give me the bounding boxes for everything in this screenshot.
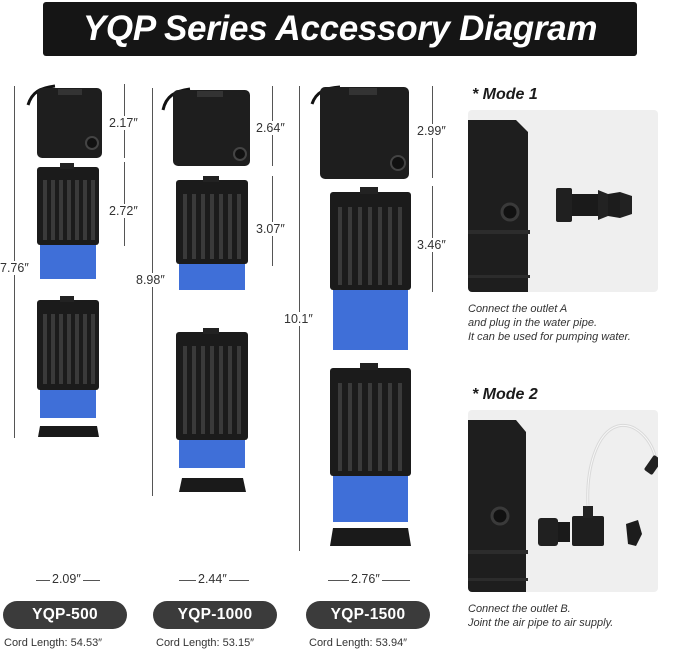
- pump-outlet: [233, 147, 247, 161]
- sponge: [179, 264, 245, 290]
- model-badge: YQP-1500: [306, 601, 430, 629]
- filter-height-label: 3.46″: [417, 238, 446, 252]
- pump-outlet: [390, 155, 406, 171]
- pump-body: [468, 420, 526, 592]
- power-cord: [161, 87, 191, 111]
- page-title: YQP Series Accessory Diagram: [82, 9, 598, 48]
- total-height-label: 10.1″: [284, 312, 313, 326]
- yqp-1000-illustration: [161, 87, 250, 492]
- mode-1-panel: [468, 110, 658, 292]
- cord-length-label: Cord Length: 53.15″: [156, 637, 255, 649]
- mode-2-panel: [468, 410, 658, 592]
- outlet-a: [500, 202, 520, 222]
- suction-base: [38, 426, 99, 437]
- mode-2-title: * Mode 2: [472, 386, 538, 403]
- suction-base: [179, 478, 246, 492]
- hose-adapter: [556, 188, 632, 222]
- mode-2-illustration: [468, 420, 658, 592]
- sponge: [333, 476, 408, 522]
- width-label: 2.76″: [349, 572, 382, 586]
- pump-head: [173, 90, 250, 166]
- pump-height-label: 2.64″: [256, 121, 285, 135]
- mode-1-illustration: [468, 120, 632, 292]
- title-banner: YQP Series Accessory Diagram: [43, 2, 637, 56]
- outlet-b: [490, 506, 510, 526]
- suction-base: [330, 528, 411, 546]
- pump-head: [320, 87, 409, 179]
- sponge: [179, 440, 245, 468]
- sponge: [40, 245, 96, 279]
- air-valve: [644, 455, 658, 475]
- mode-1-text-line: It can be used for pumping water.: [468, 331, 631, 343]
- cord-length-label: Cord Length: 54.53″: [4, 637, 103, 649]
- model-badge: YQP-500: [3, 601, 127, 629]
- total-height-label: 7.76″: [0, 261, 29, 275]
- mode-1-text-line: Connect the outlet A: [468, 303, 568, 315]
- filter-height-label: 3.07″: [256, 222, 285, 236]
- width-label: 2.09″: [50, 572, 83, 586]
- model-badge: YQP-1000: [153, 601, 277, 629]
- air-connector: [538, 506, 642, 546]
- mode-2-text-line: Connect the outlet B.: [468, 603, 571, 615]
- filter-height-label: 2.72″: [109, 204, 138, 218]
- dimension-line: [272, 176, 273, 266]
- total-height-label: 8.98″: [136, 273, 165, 287]
- pump-height-label: 2.99″: [417, 124, 446, 138]
- mode-2-text-line: Joint the air pipe to air supply.: [468, 617, 614, 629]
- sponge: [40, 390, 96, 418]
- pump-body: [468, 120, 528, 292]
- yqp-500-illustration: [26, 84, 102, 437]
- sponge: [333, 290, 408, 350]
- dimension-line: [152, 88, 153, 496]
- yqp-1500-illustration: [310, 85, 411, 546]
- cord-length-label: Cord Length: 53.94″: [309, 637, 408, 649]
- width-label: 2.44″: [196, 572, 229, 586]
- mode-1-text-line: and plug in the water pipe.: [468, 317, 598, 329]
- pump-outlet: [85, 136, 99, 150]
- mode-1-title: * Mode 1: [472, 86, 538, 103]
- pump-height-label: 2.17″: [109, 116, 138, 130]
